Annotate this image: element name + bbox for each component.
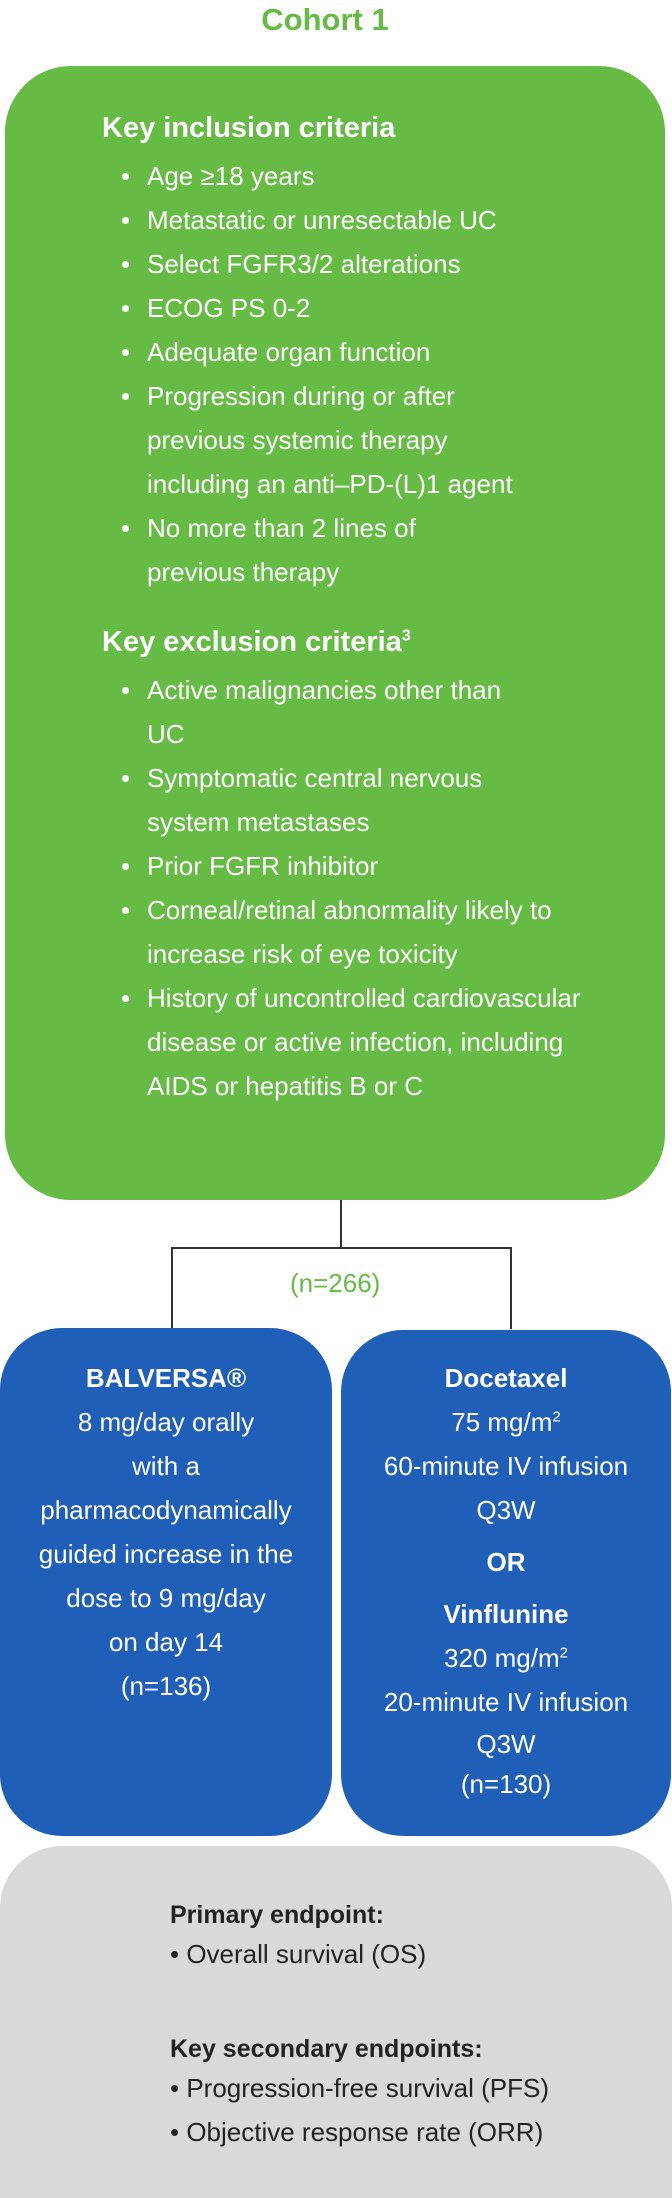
- vinflunine-schedule: Q3W: [476, 1729, 536, 1759]
- inclusion-item: Select FGFR3/2 alterations: [102, 242, 622, 286]
- balversa-arm: BALVERSA® 8 mg/day orally with a pharmac…: [0, 1328, 332, 1836]
- secondary-endpoints: Key secondary endpoints: • Progression-f…: [170, 2032, 549, 2154]
- vinflunine-infusion: 20-minute IV infusion: [383, 1687, 629, 1717]
- or-label: OR: [486, 1547, 526, 1577]
- inclusion-list: Age ≥18 years Metastatic or unresectable…: [102, 154, 622, 594]
- secondary-endpoint-item: • Objective response rate (ORR): [170, 2117, 544, 2147]
- connector-bar: [171, 1247, 512, 1249]
- exclusion-list: Active malignancies other than UC Sympto…: [102, 668, 622, 1108]
- primary-endpoint-heading: Primary endpoint:: [170, 1901, 384, 1929]
- balversa-line: dose to 9 mg/day: [66, 1583, 266, 1613]
- exclusion-item: Symptomatic central nervous system metas…: [102, 756, 537, 844]
- chemotherapy-n: (n=130): [460, 1769, 552, 1799]
- inclusion-item: Adequate organ function: [102, 330, 622, 374]
- connector-right: [510, 1247, 512, 1329]
- inclusion-criteria: Key inclusion criteria Age ≥18 years Met…: [102, 110, 622, 594]
- balversa-line: pharmacodynamically: [40, 1495, 292, 1525]
- inclusion-item: Progression during or after previous sys…: [102, 374, 537, 506]
- exclusion-heading: Key exclusion criteria3: [102, 626, 411, 658]
- exclusion-heading-footnote: 3: [401, 627, 411, 645]
- docetaxel-schedule: Q3W: [476, 1495, 536, 1525]
- criteria-box: [5, 66, 665, 1200]
- inclusion-heading: Key inclusion criteria: [102, 112, 396, 144]
- balversa-line: guided increase in the: [38, 1539, 294, 1569]
- secondary-endpoints-heading: Key secondary endpoints:: [170, 2035, 483, 2063]
- docetaxel-infusion: 60-minute IV infusion: [383, 1451, 629, 1481]
- inclusion-item: Metastatic or unresectable UC: [102, 198, 622, 242]
- balversa-title: BALVERSA®: [85, 1363, 247, 1393]
- exclusion-item: Active malignancies other than UC: [102, 668, 507, 756]
- exclusion-criteria: Key exclusion criteria3 Active malignanc…: [102, 624, 622, 1108]
- inclusion-item: Age ≥18 years: [102, 154, 622, 198]
- cohort-title: Cohort 1: [261, 2, 389, 37]
- balversa-line: on day 14: [108, 1627, 224, 1657]
- inclusion-item: No more than 2 lines of previous therapy: [102, 506, 477, 594]
- exclusion-item: Corneal/retinal abnormality likely to in…: [102, 888, 607, 976]
- primary-endpoint: Primary endpoint: • Overall survival (OS…: [170, 1898, 426, 1976]
- balversa-n: (n=136): [120, 1671, 212, 1701]
- docetaxel-dose: 75 mg/m2: [451, 1407, 561, 1437]
- balversa-line: with a: [132, 1451, 200, 1481]
- connector-stem: [340, 1200, 342, 1248]
- endpoints-box: [0, 1846, 672, 2198]
- vinflunine-dose: 320 mg/m2: [444, 1643, 568, 1673]
- vinflunine-title: Vinflunine: [443, 1599, 569, 1629]
- exclusion-item: Prior FGFR inhibitor: [102, 844, 622, 888]
- docetaxel-title: Docetaxel: [444, 1363, 568, 1393]
- primary-endpoint-item: • Overall survival (OS): [170, 1939, 427, 1969]
- secondary-endpoint-item: • Progression-free survival (PFS): [170, 2073, 549, 2103]
- exclusion-item: History of uncontrolled cardiovascular d…: [102, 976, 612, 1108]
- balversa-line: 8 mg/day orally: [77, 1407, 255, 1437]
- inclusion-item: ECOG PS 0-2: [102, 286, 622, 330]
- connector-left: [171, 1247, 173, 1329]
- chemotherapy-arm: Docetaxel 75 mg/m2 60-minute IV infusion…: [341, 1330, 671, 1836]
- randomized-count: (n=266): [290, 1268, 381, 1298]
